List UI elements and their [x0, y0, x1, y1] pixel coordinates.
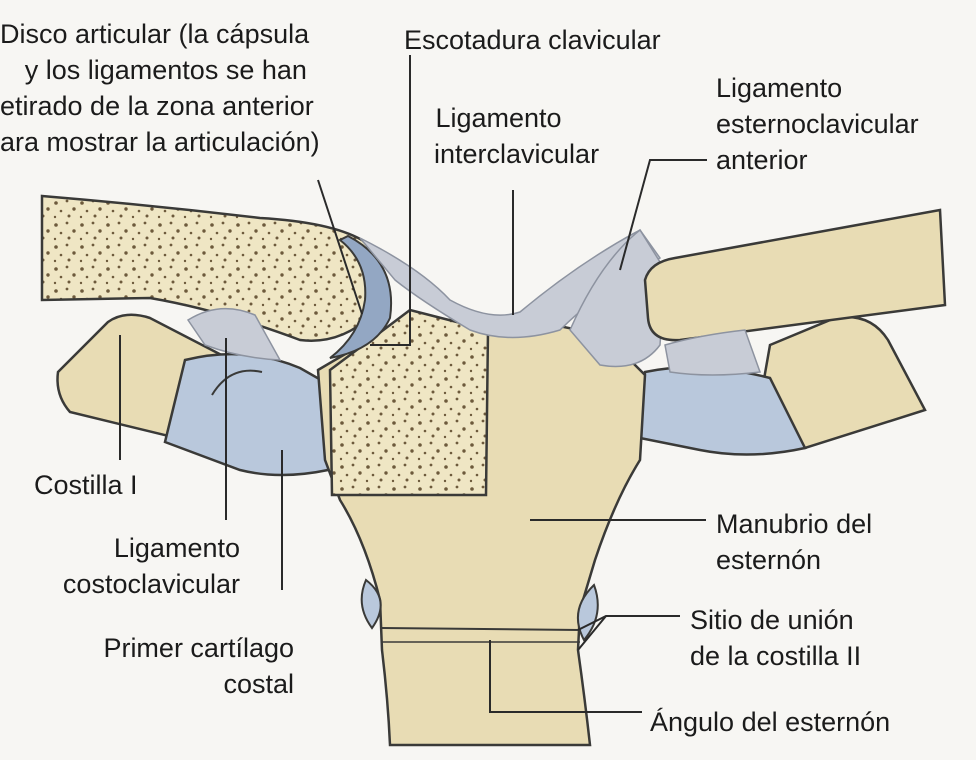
left-first-costal-cartilage — [163, 352, 337, 477]
right-rib-ii-notch — [577, 583, 599, 642]
label-ligamento-esternoclavicular-anterior: Ligamento esternoclavicular anterior — [716, 73, 919, 175]
right-clavicle — [643, 208, 947, 342]
manubrium-cut-section — [328, 308, 490, 497]
label-sitio-union-costilla-ii: Sitio de unión de la costilla II — [690, 605, 862, 671]
articular-disc — [329, 234, 392, 359]
label-angulo-del-esternon: Ángulo del esternón — [650, 707, 891, 737]
label-primer-cartilago-costal: Primer cartílago costal — [103, 633, 294, 699]
label-costilla-i: Costilla I — [34, 470, 138, 500]
anterior-sternoclavicular-ligament — [569, 228, 666, 368]
costoclavicular-ligament — [186, 307, 282, 361]
label-manubrio-del-esternon: Manubrio del esternón — [716, 509, 873, 575]
label-ligamento-costoclavicular: Ligamento costoclavicular — [62, 533, 240, 599]
label-disco-articular: Disco articular (la cápsula y los ligame… — [0, 19, 320, 157]
label-escotadura-clavicular: Escotadura clavicular — [404, 25, 661, 55]
left-rib-ii-notch — [360, 578, 382, 630]
label-ligamento-interclavicular: Ligamento interclavicular — [434, 103, 600, 169]
sternal-angle-line — [381, 627, 581, 631]
